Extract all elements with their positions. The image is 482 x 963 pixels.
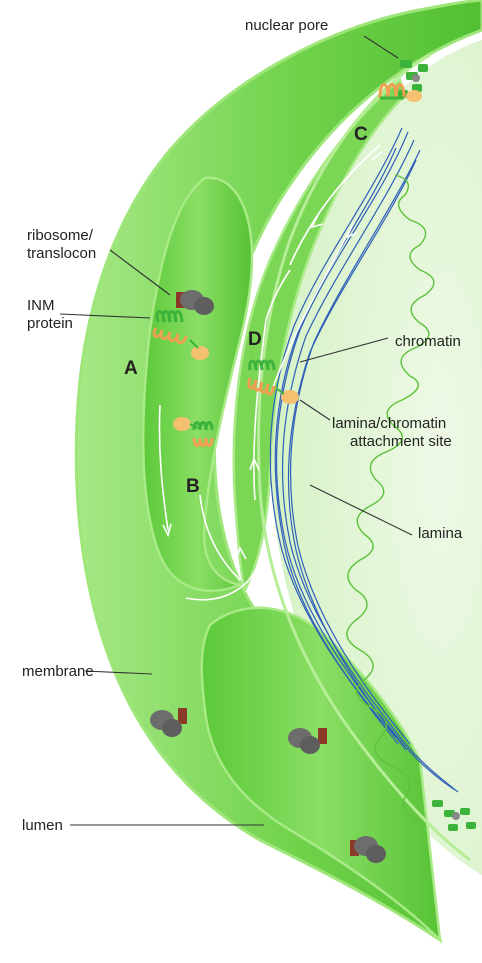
label-inm-line1: INM: [27, 297, 55, 314]
label-lamina: lamina: [418, 525, 463, 542]
label-attachment-line2: attachment site: [350, 433, 452, 450]
label-inm-line2: protein: [27, 315, 73, 332]
label-membrane: membrane: [22, 663, 94, 680]
letter-a: A: [124, 358, 138, 379]
label-lumen: lumen: [22, 817, 63, 834]
label-nuclear-pore: nuclear pore: [245, 17, 328, 34]
label-ribosome-line1: ribosome/: [27, 227, 94, 244]
letter-b: B: [186, 476, 200, 497]
label-chromatin: chromatin: [395, 333, 461, 350]
letter-d: D: [248, 329, 262, 350]
label-ribosome-line2: translocon: [27, 245, 96, 262]
letter-c: C: [354, 124, 368, 145]
label-attachment-line1: lamina/chromatin: [332, 415, 446, 432]
